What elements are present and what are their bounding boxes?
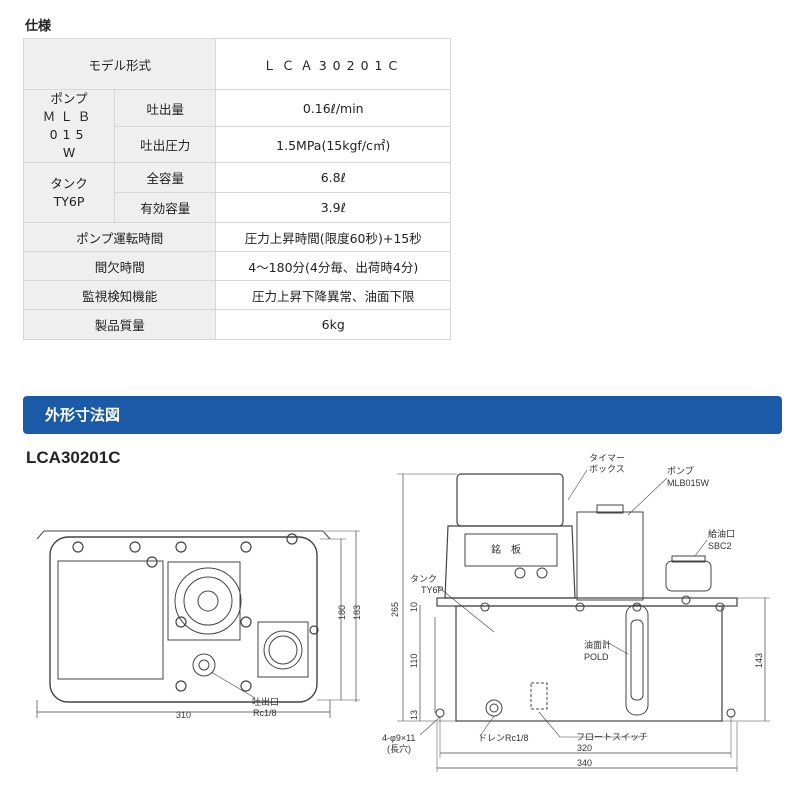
interval-value: 4～180分(4分毎、出荷時4分) xyxy=(215,251,451,281)
table-row: 製品質量 6kg xyxy=(22,309,451,340)
table-row: ポンプ運転時間 圧力上昇時間(限度60秒)+15秒 xyxy=(22,222,451,252)
timer-box-label-1: タイマー xyxy=(589,453,625,463)
pump-time-value: 圧力上昇時間(限度60秒)+15秒 xyxy=(215,222,451,252)
tank-drawing-label: タンク xyxy=(410,574,437,584)
pump-drawing-model: MLB015W xyxy=(667,478,710,488)
oil-port-model: SBC2 xyxy=(708,541,732,551)
drawing-model-title: LCA30201C xyxy=(26,448,121,467)
holes-note: (長穴) xyxy=(387,743,411,754)
holes-label: 4-φ9×11 xyxy=(382,733,415,743)
timer-box-label-2: ボックス xyxy=(589,464,625,474)
table-row: 吐出圧力 1.5MPa(15kgf/c㎡) xyxy=(24,126,451,163)
dim-320: 320 xyxy=(577,743,592,753)
tank-group-label: タンク TY6P xyxy=(23,162,115,223)
pump-group-label: ポンプ ＭＬＢ015 W xyxy=(23,89,115,163)
total-capacity-label: 全容量 xyxy=(113,162,217,193)
table-row: 監視検知機能 圧力上昇下降異常、油面下限 xyxy=(22,280,451,310)
table-row: ポンプ ＭＬＢ015 W 吐出量 0.16ℓ/min xyxy=(23,88,451,163)
float-switch-label: フロートスイッチ xyxy=(576,732,648,742)
top-view xyxy=(36,530,360,718)
pressure-value: 1.5MPa(15kgf/c㎡) xyxy=(215,126,451,163)
pump-label: ポンプ xyxy=(50,91,88,106)
dim-340: 340 xyxy=(577,758,592,768)
spec-title: 仕様 xyxy=(25,19,52,34)
dimensions-banner: 外形寸法図 xyxy=(23,396,782,434)
dim-13: 13 xyxy=(409,710,419,720)
weight-value: 6kg xyxy=(215,309,451,340)
oil-gauge-model: POLD xyxy=(584,652,609,662)
model-value: ＬＣＡ30201C xyxy=(215,38,451,90)
interval-label: 間欠時間 xyxy=(22,251,217,281)
pump-model: ＭＬＢ015 xyxy=(42,109,96,142)
dim-183: 183 xyxy=(352,605,362,620)
dim-10: 10 xyxy=(409,602,419,612)
oil-port-label: 給油口 xyxy=(708,528,735,539)
dim-180: 180 xyxy=(337,605,347,620)
nameplate-label: 銘 板 xyxy=(491,543,521,556)
tank-model: TY6P xyxy=(53,193,85,209)
effective-capacity-label: 有効容量 xyxy=(113,192,217,223)
pump-model-suffix: W xyxy=(62,145,76,160)
pump-drawing-label: ポンプ xyxy=(667,466,694,476)
model-label: モデル形式 xyxy=(22,38,217,90)
tank-label: タンク xyxy=(50,175,88,191)
oil-gauge-label: 油面計 xyxy=(584,639,611,650)
tank-drawing-model: TY6P xyxy=(421,585,444,595)
dim-310: 310 xyxy=(176,710,191,720)
pump-time-label: ポンプ運転時間 xyxy=(22,222,217,252)
table-row: モデル形式 ＬＣＡ30201C xyxy=(22,38,451,90)
spec-table: モデル形式 ＬＣＡ30201C ポンプ ＭＬＢ015 W 吐出量 0.16ℓ/m… xyxy=(22,38,451,340)
dim-143: 143 xyxy=(754,653,764,668)
weight-label: 製品質量 xyxy=(22,309,217,340)
monitor-label: 監視検知機能 xyxy=(22,280,217,310)
drain-label: ドレンRc1/8 xyxy=(478,733,529,743)
outlet-size: Rc1/8 xyxy=(253,708,277,718)
total-capacity-value: 6.8ℓ xyxy=(215,162,451,193)
table-row: 間欠時間 4～180分(4分毎、出荷時4分) xyxy=(22,251,451,281)
outlet-label: 吐出口 xyxy=(252,696,279,707)
table-row: 有効容量 3.9ℓ xyxy=(24,192,451,223)
dim-110: 110 xyxy=(409,654,419,668)
discharge-label: 吐出量 xyxy=(113,88,217,128)
discharge-value: 0.16ℓ/min xyxy=(215,88,451,128)
front-view xyxy=(397,469,770,772)
monitor-value: 圧力上昇下降異常、油面下限 xyxy=(215,280,451,310)
dim-265: 265 xyxy=(390,602,400,617)
table-row: タンク TY6P 全容量 6.8ℓ xyxy=(23,162,451,223)
